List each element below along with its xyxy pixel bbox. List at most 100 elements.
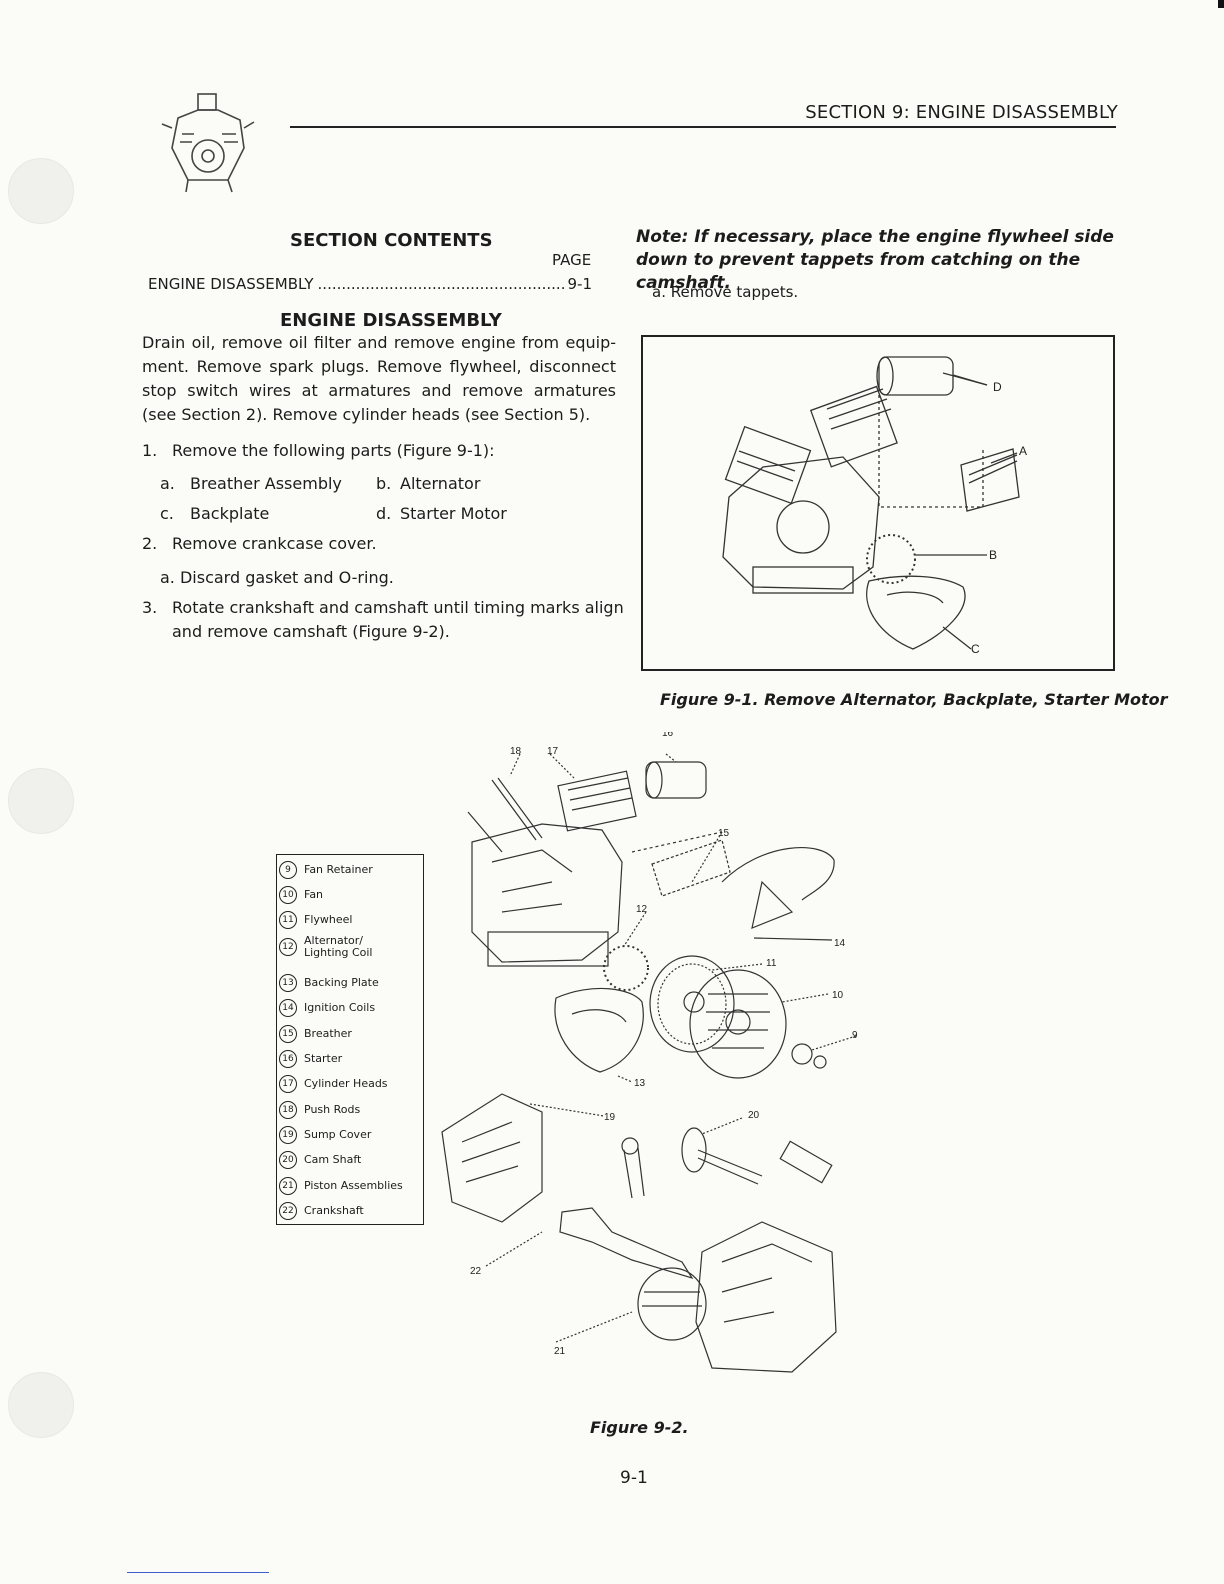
callout-16: 16 xyxy=(662,732,674,739)
legend-label: Backing Plate xyxy=(304,976,379,989)
legend-row: 15 Breather xyxy=(279,1025,352,1043)
callout-17: 17 xyxy=(547,746,559,757)
figure-9-1-illustration: D A B C xyxy=(722,356,1027,656)
legend-number: 11 xyxy=(279,911,297,929)
legend-label: Sump Cover xyxy=(304,1128,372,1141)
callout-22: 22 xyxy=(470,1266,482,1277)
step-1c-letter: c. xyxy=(160,504,174,523)
legend-number: 15 xyxy=(279,1025,297,1043)
step-3-number: 3. xyxy=(142,598,158,617)
figure-9-2-illustration: 16 18 17 15 12 14 11 10 9 13 19 20 22 21 xyxy=(441,728,858,1373)
legend-label: Starter xyxy=(304,1052,343,1065)
step-2-number: 2. xyxy=(142,534,158,553)
legend-row: 20 Cam Shaft xyxy=(279,1151,361,1169)
callout-10: 10 xyxy=(832,990,844,1001)
legend-label: Push Rods xyxy=(304,1103,361,1116)
callout-12: 12 xyxy=(636,904,648,915)
step-1c-text: Backplate xyxy=(190,504,270,523)
legend-label: Ignition Coils xyxy=(304,1001,376,1014)
legend-row: 9 Fan Retainer xyxy=(279,861,373,879)
toc-entry-label: ENGINE DISASSEMBLY xyxy=(148,275,314,293)
step-1b-text: Alternator xyxy=(400,474,481,493)
note-subitem: a. Remove tappets. xyxy=(652,283,799,301)
step-1-number: 1. xyxy=(142,441,158,460)
engine-logo-icon xyxy=(161,93,255,193)
binder-hole xyxy=(8,1372,74,1438)
contents-title: SECTION CONTENTS xyxy=(290,230,493,251)
step-2a-text: a. Discard gasket and O-ring. xyxy=(160,568,394,587)
page-number: 9-1 xyxy=(620,1468,648,1488)
callout-13: 13 xyxy=(634,1078,646,1089)
step-3-line2: and remove camshaft (Figure 9-2). xyxy=(172,622,450,641)
callout-15: 15 xyxy=(718,828,730,839)
figure-9-1-caption: Figure 9-1. Remove Alternator, Backplate… xyxy=(660,690,1168,709)
legend-number: 17 xyxy=(279,1075,297,1093)
binder-hole xyxy=(8,768,74,834)
legend-row: 14 Ignition Coils xyxy=(279,999,375,1017)
step-1a-letter: a. xyxy=(160,474,175,493)
binder-hole xyxy=(8,158,74,224)
legend-number: 16 xyxy=(279,1050,297,1068)
legend-row: 17 Cylinder Heads xyxy=(279,1075,388,1093)
legend-row: 16 Starter xyxy=(279,1050,342,1068)
note-text: Note: If necessary, place the engine fly… xyxy=(636,227,1114,293)
callout-9: 9 xyxy=(852,1030,858,1041)
callout-21: 21 xyxy=(554,1346,566,1357)
callout-14: 14 xyxy=(834,938,846,949)
legend-number: 10 xyxy=(279,886,297,904)
legend-label: Cylinder Heads xyxy=(304,1077,388,1090)
step-1-text: Remove the following parts (Figure 9-1): xyxy=(172,441,495,460)
legend-label: Fan xyxy=(304,888,324,901)
contents-page-label: PAGE xyxy=(552,251,592,269)
legend-row: 21 Piston Assemblies xyxy=(279,1177,403,1195)
legend-number: 22 xyxy=(279,1202,297,1220)
legend-number: 9 xyxy=(279,861,297,879)
legend-label: Breather xyxy=(304,1027,352,1040)
legend-number: 18 xyxy=(279,1101,297,1119)
legend-label: Crankshaft xyxy=(304,1204,364,1217)
figure-9-1-label-d: D xyxy=(993,380,1002,394)
toc-entry-page: 9-1 xyxy=(567,275,593,293)
legend-label: Cam Shaft xyxy=(304,1153,362,1166)
callout-19: 19 xyxy=(604,1112,616,1123)
legend-number: 21 xyxy=(279,1177,297,1195)
figure-9-1-label-b: B xyxy=(989,548,997,562)
figure-9-2: 16 18 17 15 12 14 11 10 9 13 19 20 22 21 xyxy=(432,728,872,1402)
legend-label: Alternator/ Lighting Coil xyxy=(304,934,373,959)
figure-9-1: D A B C xyxy=(641,335,1115,671)
step-1b-letter: b. xyxy=(376,474,392,493)
callout-18: 18 xyxy=(510,746,522,757)
section-heading: ENGINE DISASSEMBLY xyxy=(280,310,502,331)
callout-20: 20 xyxy=(748,1110,760,1121)
step-3-line1: Rotate crankshaft and camshaft until tim… xyxy=(172,598,624,617)
legend-row: 13 Backing Plate xyxy=(279,974,379,992)
section-header-title: SECTION 9: ENGINE DISASSEMBLY xyxy=(805,102,1118,123)
toc-entry[interactable]: ENGINE DISASSEMBLY .....................… xyxy=(148,275,592,293)
page-corner-mark xyxy=(1218,0,1224,8)
legend-row: 10 Fan xyxy=(279,886,323,904)
legend-number: 19 xyxy=(279,1126,297,1144)
step-1d-letter: d. xyxy=(376,504,392,523)
intro-paragraph: Drain oil, remove oil filter and remove … xyxy=(142,333,616,424)
legend-label: Piston Assemblies xyxy=(304,1179,403,1192)
legend-label: Fan Retainer xyxy=(304,863,373,876)
step-1a-text: Breather Assembly xyxy=(190,474,342,493)
footer-link-underline xyxy=(127,1572,269,1573)
figure-9-1-label-a: A xyxy=(1019,444,1027,458)
legend-number: 20 xyxy=(279,1151,297,1169)
legend-row: 18 Push Rods xyxy=(279,1101,360,1119)
legend-row: 19 Sump Cover xyxy=(279,1126,371,1144)
legend-number: 13 xyxy=(279,974,297,992)
toc-leader-dots: ........................................… xyxy=(317,275,564,293)
figure-9-2-caption: Figure 9-2. xyxy=(590,1418,689,1437)
callout-11: 11 xyxy=(766,958,777,969)
figure-9-1-label-c: C xyxy=(971,642,980,656)
legend-number: 14 xyxy=(279,999,297,1017)
header-rule xyxy=(290,126,1116,128)
legend-row: 22 Crankshaft xyxy=(279,1202,364,1220)
step-1d-text: Starter Motor xyxy=(400,504,507,523)
step-2-text: Remove crankcase cover. xyxy=(172,534,377,553)
